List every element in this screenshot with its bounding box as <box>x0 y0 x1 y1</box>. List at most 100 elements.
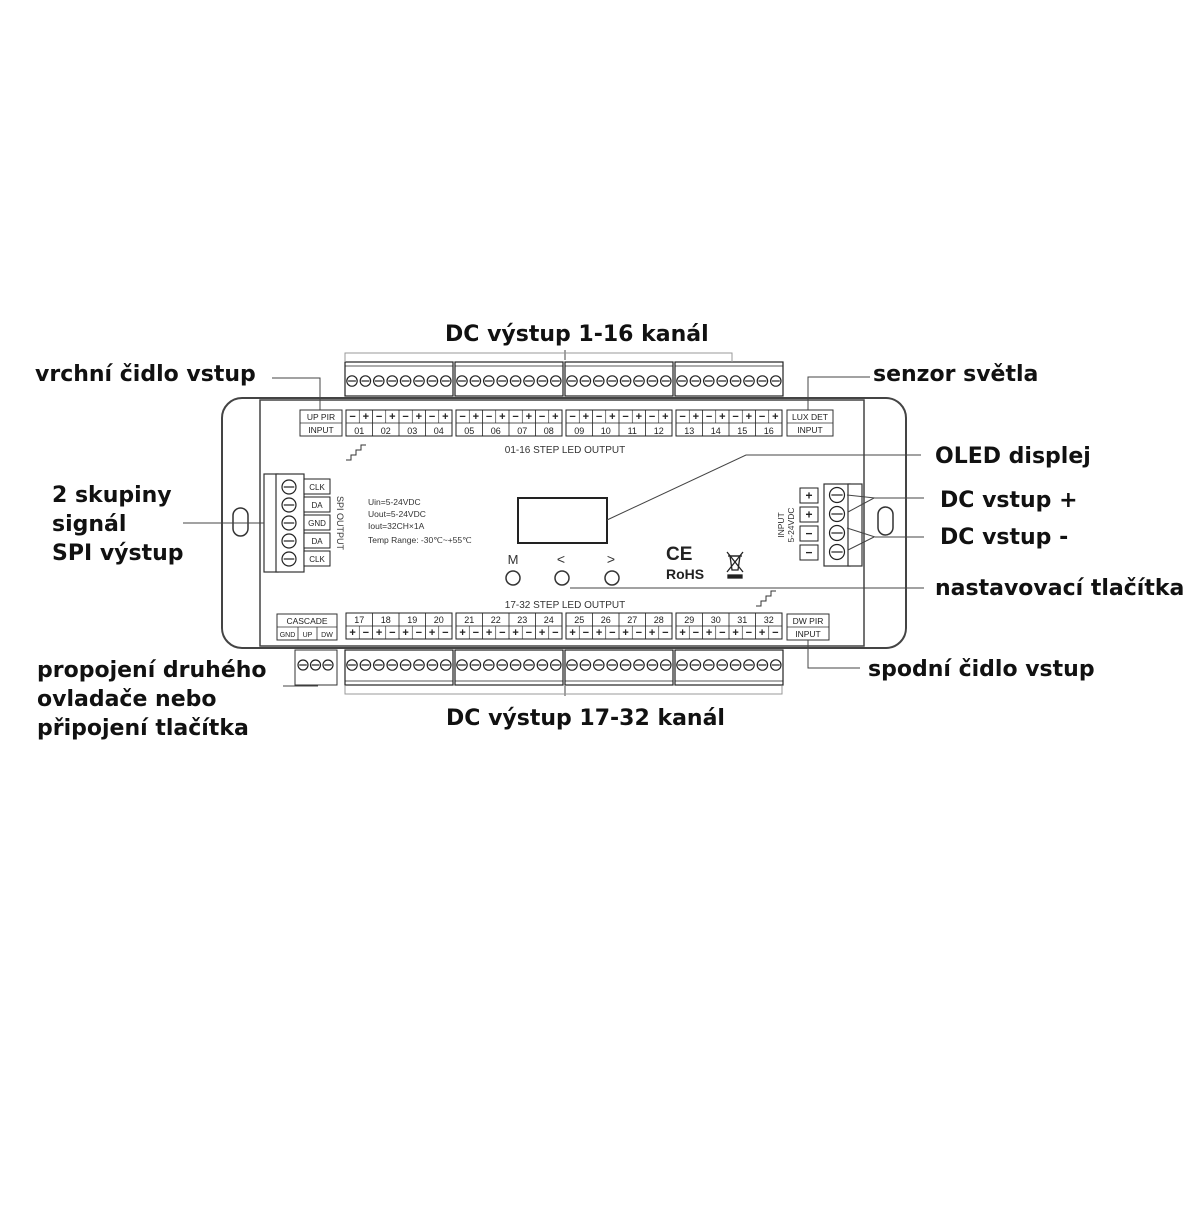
channel-polarity: − <box>442 627 448 639</box>
channel-number: 20 <box>434 615 444 625</box>
channel-polarity: − <box>389 627 395 639</box>
input-pin-label: − <box>805 546 812 560</box>
channel-polarity: − <box>363 627 369 639</box>
mounting-slot-right <box>877 506 894 536</box>
channel-polarity: + <box>622 627 628 639</box>
channel-polarity: − <box>349 411 355 423</box>
channel-polarity: − <box>636 627 642 639</box>
top-terminal-strip <box>344 361 784 397</box>
channel-number: 05 <box>464 426 474 436</box>
up-pir-label: UP PIR <box>307 412 335 422</box>
channel-polarity: − <box>772 627 778 639</box>
channel-polarity: − <box>649 411 655 423</box>
channel-polarity: + <box>679 627 685 639</box>
channel-polarity: + <box>363 411 369 423</box>
channel-number: 30 <box>711 615 721 625</box>
cascade-callout-line1: propojení druhého <box>37 658 267 683</box>
channel-polarity: − <box>499 627 505 639</box>
channel-polarity: + <box>539 627 545 639</box>
rohs-mark: RoHS <box>666 566 704 582</box>
spi-pin-label: GND <box>308 519 326 528</box>
channel-polarity: + <box>662 411 668 423</box>
channel-number: 11 <box>628 426 637 436</box>
oled-display <box>517 497 608 544</box>
channel-polarity: + <box>499 411 505 423</box>
channel-polarity: − <box>376 411 382 423</box>
channel-polarity: − <box>609 627 615 639</box>
oled-callout: OLED displej <box>935 444 1091 469</box>
channel-polarity: − <box>693 627 699 639</box>
mounting-slot-left <box>232 507 249 537</box>
spi-pin-label: DA <box>311 501 323 510</box>
channel-polarity: − <box>402 411 408 423</box>
spi-pin-box <box>303 496 331 513</box>
spec-block: Uin=5-24VDC Uout=5-24VDC Iout=32CH×1A Te… <box>368 497 472 545</box>
channel-number: 27 <box>627 615 637 625</box>
channel-polarity: − <box>459 411 465 423</box>
channel-number: 09 <box>574 426 584 436</box>
channel-number: 10 <box>601 426 611 436</box>
channel-number: 25 <box>574 615 584 625</box>
up-sensor-callout: vrchní čidlo vstup <box>35 362 256 387</box>
button-left <box>554 570 570 586</box>
channel-polarity: + <box>719 411 725 423</box>
cascade-label: CASCADE <box>286 616 327 626</box>
channel-polarity: − <box>416 627 422 639</box>
channel-number: 29 <box>684 615 694 625</box>
stair-icon-bottom <box>756 590 776 607</box>
channel-number: 03 <box>407 426 417 436</box>
lux-sensor-callout: senzor světla <box>873 362 1039 387</box>
channel-polarity: + <box>636 411 642 423</box>
spi-callout-line1: 2 skupiny <box>52 483 172 508</box>
channel-number: 16 <box>764 426 774 436</box>
input-title: INPUT <box>776 512 786 538</box>
channel-polarity: + <box>649 627 655 639</box>
channel-polarity: − <box>662 627 668 639</box>
channel-number: 26 <box>601 615 611 625</box>
cascade-connector: CASCADE GND UP DW <box>276 613 338 686</box>
channel-polarity: − <box>539 411 545 423</box>
channel-polarity: − <box>569 411 575 423</box>
channel-number: 24 <box>544 615 554 625</box>
spi-pin-label: DA <box>311 537 323 546</box>
spi-output-title: SPI OUTPUT <box>335 496 345 551</box>
channel-number: 32 <box>764 615 774 625</box>
cascade-callout-line3: připojení tlačítka <box>37 716 249 741</box>
certification-marks: CE RoHS <box>666 544 744 582</box>
channel-polarity: − <box>583 627 589 639</box>
top-channel-labels: 01−+02−+03−+04−+05−+06−+07−+08−+09−+10−+… <box>345 409 783 437</box>
channel-number: 22 <box>491 615 501 625</box>
channel-polarity: + <box>473 411 479 423</box>
bottom-terminal-strip <box>344 649 784 686</box>
channel-polarity: + <box>526 411 532 423</box>
spec-uout: Uout=5-24VDC <box>368 509 426 519</box>
dw-pir-label: DW PIR <box>793 616 824 626</box>
button-right <box>604 570 620 586</box>
channel-number: 02 <box>381 426 391 436</box>
channel-polarity: − <box>526 627 532 639</box>
input-voltage: 5-24VDC <box>786 508 796 543</box>
channel-polarity: − <box>759 411 765 423</box>
channel-polarity: + <box>442 411 448 423</box>
cascade-pin-gnd: GND <box>280 632 296 639</box>
input-pin-label: + <box>805 508 812 522</box>
power-input: ++−− INPUT 5-24VDC <box>776 483 863 567</box>
leader-lines <box>183 350 924 696</box>
channel-polarity: − <box>719 627 725 639</box>
dc-plus-callout: DC vstup + <box>940 488 1078 513</box>
channel-polarity: − <box>596 411 602 423</box>
spi-callout-line3: SPI výstup <box>52 541 184 566</box>
channel-number: 28 <box>654 615 664 625</box>
channel-polarity: + <box>402 627 408 639</box>
button-m <box>505 570 521 586</box>
channel-polarity: + <box>583 411 589 423</box>
spi-pin-box <box>303 478 331 495</box>
input-pin-box <box>799 544 819 561</box>
channel-polarity: + <box>389 411 395 423</box>
channel-polarity: − <box>622 411 628 423</box>
channel-polarity: + <box>732 627 738 639</box>
up-pir-sub: INPUT <box>308 425 334 435</box>
